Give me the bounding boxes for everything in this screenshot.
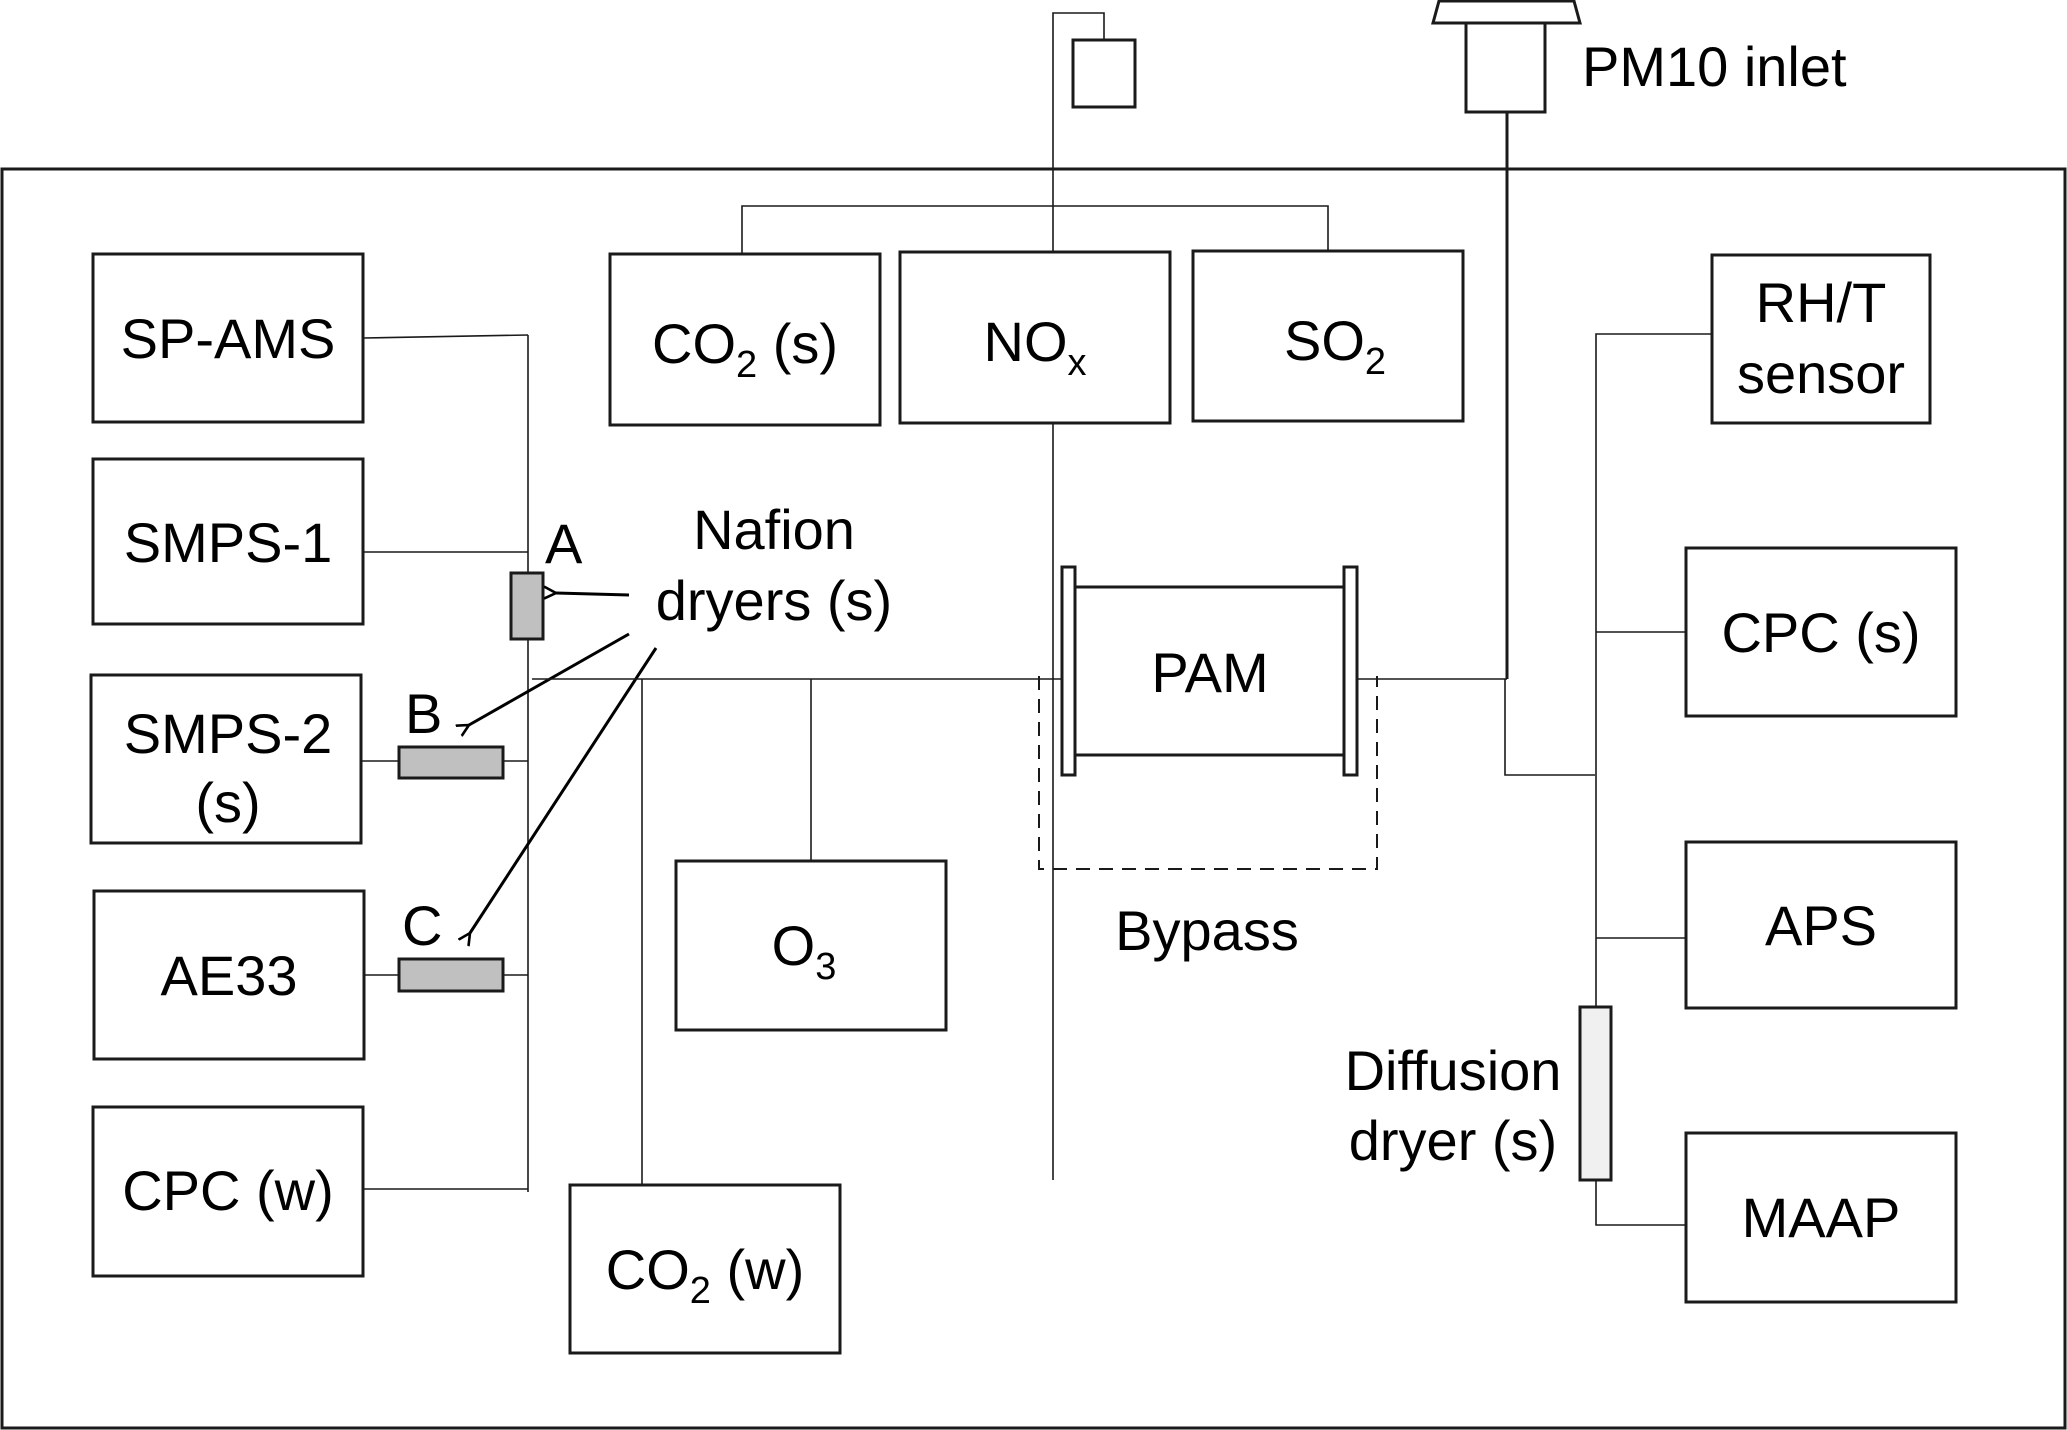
nafion-dryer-b: [397, 745, 505, 780]
svg-text:sensor: sensor: [1737, 342, 1905, 405]
smps2-instrument: SMPS-2 (s): [89, 673, 528, 845]
bypass-label: Bypass: [1115, 899, 1299, 962]
gas-manifold: [741, 205, 1329, 254]
svg-text:CO2 (s): CO2 (s): [652, 312, 838, 386]
diffusion-dryer-label-2: dryer (s): [1349, 1109, 1557, 1172]
diffusion-dryer: [1578, 1005, 1613, 1182]
svg-text:AE33: AE33: [161, 944, 298, 1007]
nafion-dryer-a: [509, 571, 545, 641]
dryer-a-label: A: [545, 512, 583, 575]
arrow-to-dryer-a: [556, 593, 630, 595]
svg-text:APS: APS: [1765, 894, 1877, 957]
svg-text:PAM: PAM: [1151, 641, 1268, 704]
cpc-w-instrument: CPC (w): [91, 1105, 528, 1278]
pm10-inlet-body: [1464, 21, 1547, 114]
pam-flange-right: [1342, 565, 1359, 777]
right-bus-line: [1595, 333, 1712, 1006]
nafion-dryer-c: [397, 957, 505, 993]
svg-text:MAAP: MAAP: [1742, 1186, 1901, 1249]
pm10-inlet-hood: [1431, 0, 1582, 25]
svg-text:SMPS-1: SMPS-1: [124, 511, 333, 574]
pm10-inlet: [1431, 0, 1582, 679]
rht-sensor: RH/T sensor: [1710, 253, 1932, 425]
svg-text:CPC (s): CPC (s): [1721, 601, 1920, 664]
so2-analyzer: SO2: [1191, 249, 1465, 423]
bypass-line: [1038, 676, 1378, 870]
svg-text:SO2: SO2: [1284, 309, 1386, 383]
pam-reactor: PAM: [1060, 565, 1359, 777]
diffusion-dryer-label: Diffusion: [1345, 1039, 1562, 1102]
dryer-c-label: C: [402, 894, 442, 957]
svg-text:O3: O3: [772, 914, 837, 988]
pm10-inlet-label: PM10 inlet: [1582, 35, 1847, 98]
co2-w-analyzer: CO2 (w): [568, 1183, 842, 1355]
o3-analyzer: O3: [674, 859, 948, 1032]
container-frame: [0, 167, 2067, 1430]
ae33-instrument: AE33: [92, 889, 528, 1061]
smps1-instrument: SMPS-1: [91, 457, 528, 626]
svg-text:(s): (s): [195, 771, 260, 834]
aps-instrument: APS: [1596, 840, 1958, 1010]
nafion-label: Nafion: [693, 498, 855, 561]
dryer-b-label: B: [405, 682, 442, 745]
gas-inlet: [1052, 12, 1137, 1180]
nafion-label-2: dryers (s): [656, 569, 892, 632]
svg-text:RH/T: RH/T: [1756, 271, 1887, 334]
nox-analyzer: NOx: [898, 250, 1172, 425]
svg-text:CO2 (w): CO2 (w): [606, 1238, 804, 1312]
svg-text:SMPS-2: SMPS-2: [124, 702, 333, 765]
svg-text:SP-AMS: SP-AMS: [121, 307, 336, 370]
maap-instrument: MAAP: [1684, 1131, 1958, 1304]
cpc-s-instrument: CPC (s): [1596, 546, 1958, 718]
pam-flange-left: [1060, 565, 1077, 777]
sp-ams-instrument: SP-AMS: [91, 252, 529, 424]
svg-text:NOx: NOx: [984, 310, 1087, 384]
right-feed-line: [1504, 679, 1595, 776]
arrow-to-dryer-c: [470, 647, 658, 933]
co2-s-analyzer: CO2 (s): [608, 252, 882, 427]
svg-text:CPC (w): CPC (w): [122, 1159, 334, 1222]
